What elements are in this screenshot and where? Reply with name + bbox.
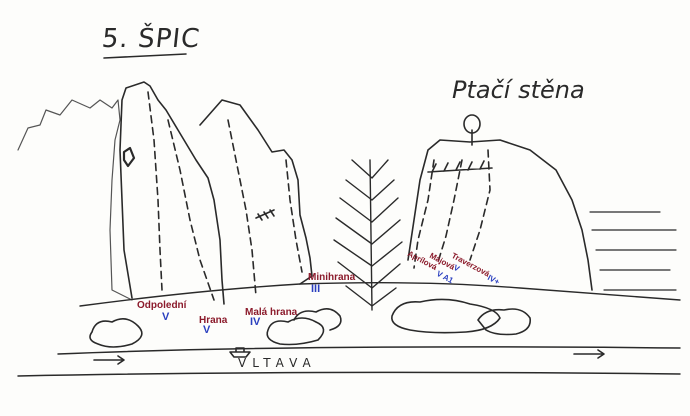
route-name-odpoledni: Odpolední bbox=[137, 300, 187, 311]
river-bank-lower bbox=[17, 371, 681, 377]
route-name-minihrana: Minihrana bbox=[308, 272, 356, 283]
fir-tree bbox=[333, 159, 403, 311]
bush-5 bbox=[477, 308, 532, 336]
spic-right-block-outline bbox=[199, 99, 313, 285]
bush-4 bbox=[391, 298, 501, 334]
route-grade-minihrana: III bbox=[311, 283, 321, 295]
route-line-traverzova bbox=[469, 149, 491, 261]
route-line-odpoledni bbox=[147, 91, 163, 291]
climber-figure bbox=[122, 146, 136, 168]
route-grade-hrana: V bbox=[203, 324, 211, 336]
route-line-hrana bbox=[167, 119, 215, 301]
route-line-aprilova bbox=[413, 159, 435, 269]
left-title: 5. ŠPIC bbox=[100, 24, 202, 54]
right-title: Ptačí stěna bbox=[452, 76, 585, 104]
route-grade-mala-hrana: IV bbox=[250, 316, 261, 328]
water-lines bbox=[589, 211, 677, 291]
route-line-mala-hrana bbox=[227, 119, 257, 297]
left-title-underline bbox=[103, 53, 187, 59]
traverse-ledge bbox=[427, 160, 493, 173]
route-line-majova bbox=[437, 159, 463, 263]
river-flow-arrow-left bbox=[93, 355, 125, 365]
route-name-mala-hrana: Malá hrana bbox=[245, 307, 298, 318]
route-grade-odpoledni: V bbox=[162, 311, 170, 323]
bush-1 bbox=[89, 318, 143, 348]
river-label: VLTAVA bbox=[238, 356, 317, 370]
river-bank-upper bbox=[57, 346, 681, 355]
route-line-minihrana bbox=[285, 159, 303, 273]
route-name-hrana: Hrana bbox=[199, 315, 228, 326]
summit-tree bbox=[463, 114, 481, 146]
background-rock-outline bbox=[17, 99, 133, 301]
bush-3 bbox=[293, 308, 342, 331]
ptaci-stena-outline bbox=[407, 139, 593, 291]
ledge-hatch bbox=[255, 209, 275, 221]
river-flow-arrow-right bbox=[573, 349, 605, 359]
ground-line bbox=[79, 281, 681, 307]
spic-tower-outline bbox=[119, 81, 225, 305]
boat bbox=[229, 347, 251, 358]
bush-2 bbox=[266, 317, 325, 346]
